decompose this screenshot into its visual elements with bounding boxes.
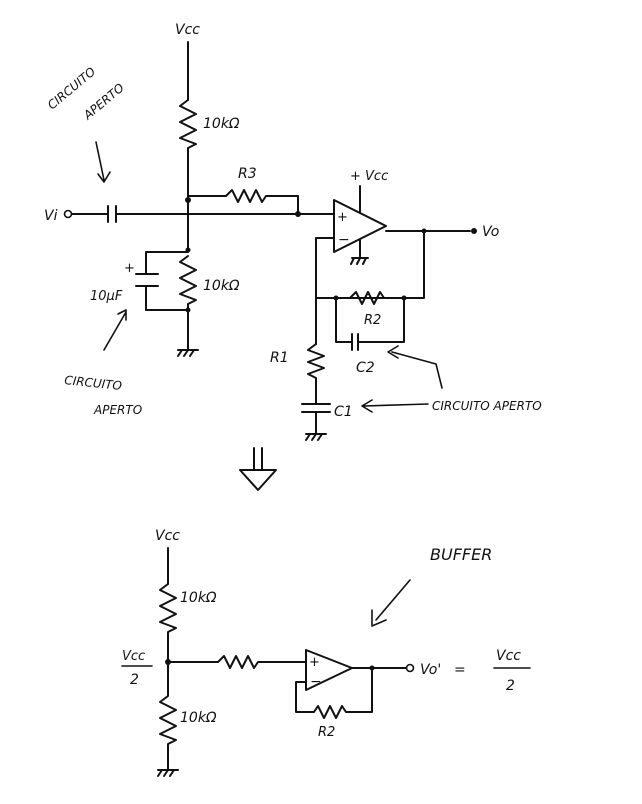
arrow-right-c2	[387, 345, 443, 389]
node-vcc-den: 2	[130, 672, 139, 688]
opamp-plus: +	[337, 210, 348, 225]
implication-arrow	[239, 447, 277, 491]
c2-capacitor	[351, 333, 359, 351]
opamp-bottom	[305, 649, 353, 691]
vcc-label-top: Vcc	[175, 22, 200, 38]
ground-left	[177, 343, 199, 357]
vi-terminal	[63, 209, 73, 219]
bottom-opamp-minus: −	[310, 674, 322, 690]
bottom-opamp-plus: +	[309, 655, 320, 670]
bottom-r-bottom-label: 10kΩ	[180, 710, 217, 726]
equals-sign: =	[454, 662, 466, 678]
arrow-bottom-left	[103, 309, 127, 351]
bottom-r2-label: R2	[318, 725, 335, 740]
c1-capacitor	[301, 403, 331, 413]
cap-10uF-label: 10µF	[90, 289, 123, 304]
buffer-label: BUFFER	[430, 545, 492, 564]
c2-wire	[335, 297, 405, 343]
feedback-return	[315, 230, 425, 299]
vo-label: Vo	[482, 224, 499, 240]
result-num: Vcc	[496, 648, 521, 664]
vo-prime-terminal	[405, 663, 415, 673]
annot-top-left-2: APERTO	[80, 81, 127, 123]
lower-node-2	[185, 307, 191, 313]
c2-label: C2	[356, 360, 375, 376]
arrow-top-left	[95, 141, 111, 183]
buffer-arrow	[371, 579, 411, 627]
resistor-top-label: 10kΩ	[203, 116, 240, 132]
opamp-minus: −	[338, 232, 350, 248]
r2-label: R2	[364, 313, 381, 328]
resistor-top-10k	[179, 99, 197, 201]
top-circuit: Vcc 10kΩ R3 Vi 10kΩ + 10µF + −	[44, 22, 542, 441]
ground-c1	[305, 431, 327, 441]
bottom-feedback	[295, 667, 373, 719]
bottom-ground	[157, 767, 179, 777]
vi-label: Vi	[44, 208, 58, 224]
input-capacitor	[107, 205, 117, 223]
bottom-circuit: Vcc 10kΩ Vcc 2 10kΩ + − Vo' = Vcc 2 R2 B…	[121, 528, 531, 777]
r1-label: R1	[270, 350, 289, 366]
r3-wire	[187, 189, 299, 215]
annot-bottom-left-1: CIRCUITO	[64, 373, 123, 393]
opamp-ground	[350, 239, 369, 265]
inv-input-wire	[315, 237, 335, 299]
r2-resistor	[349, 291, 385, 305]
cap-10uF-wire	[145, 251, 189, 311]
vo-terminal	[471, 228, 477, 234]
annot-right: CIRCUITO APERTO	[432, 399, 542, 413]
bottom-series-resistor	[167, 655, 307, 669]
resistor-bottom-10k	[179, 255, 197, 345]
annot-bottom-left-2: APERTO	[93, 403, 142, 417]
result-den: 2	[506, 678, 515, 694]
vcc-label-bottom: Vcc	[155, 528, 180, 544]
arrow-right-c1	[361, 399, 429, 413]
opamp-vcc-label: + Vcc	[350, 169, 388, 184]
resistor-bottom-label: 10kΩ	[203, 278, 240, 294]
cap-10uF	[135, 273, 159, 287]
noninv-node	[295, 211, 301, 217]
c1-label: C1	[334, 404, 353, 420]
r1-resistor	[307, 343, 325, 401]
bottom-resistor-bottom	[159, 661, 177, 769]
node-vcc-num: Vcc	[122, 649, 145, 664]
bottom-r-top-label: 10kΩ	[180, 590, 217, 606]
bottom-resistor-top	[159, 583, 177, 661]
r3-label: R3	[238, 166, 257, 182]
cap-10uF-plus: +	[124, 261, 135, 276]
vo-prime-label: Vo'	[420, 662, 441, 678]
